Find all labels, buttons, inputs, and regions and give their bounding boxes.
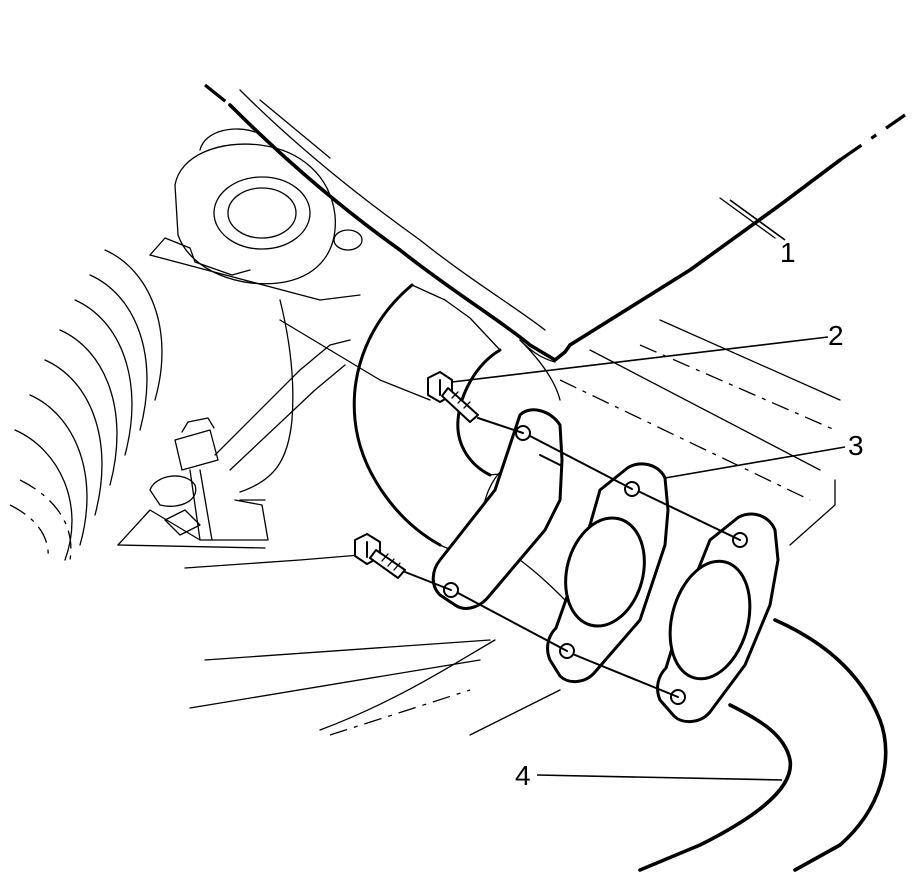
- rear-pipe: [638, 618, 888, 872]
- callout-1: 1: [729, 199, 796, 268]
- bolt-upper: [427, 371, 479, 423]
- underbody-lines: [184, 319, 841, 736]
- callout-label-3: 3: [848, 430, 864, 461]
- coil-spring: [9, 249, 163, 561]
- stabilizer-link: [117, 299, 351, 549]
- callout-3: 3: [664, 430, 864, 479]
- alignment-lines: [404, 417, 741, 698]
- gasket: [546, 462, 670, 683]
- callout-label-1: 1: [780, 237, 796, 268]
- rear-pipe-flange: [656, 512, 780, 723]
- callout-2: 2: [451, 320, 844, 383]
- callout-label-4: 4: [515, 760, 531, 791]
- strut-mount: [149, 128, 363, 301]
- bolt-lower: [354, 533, 406, 579]
- callout-label-2: 2: [828, 320, 844, 351]
- front-pipe: [204, 83, 906, 363]
- callout-4: 4: [515, 760, 783, 791]
